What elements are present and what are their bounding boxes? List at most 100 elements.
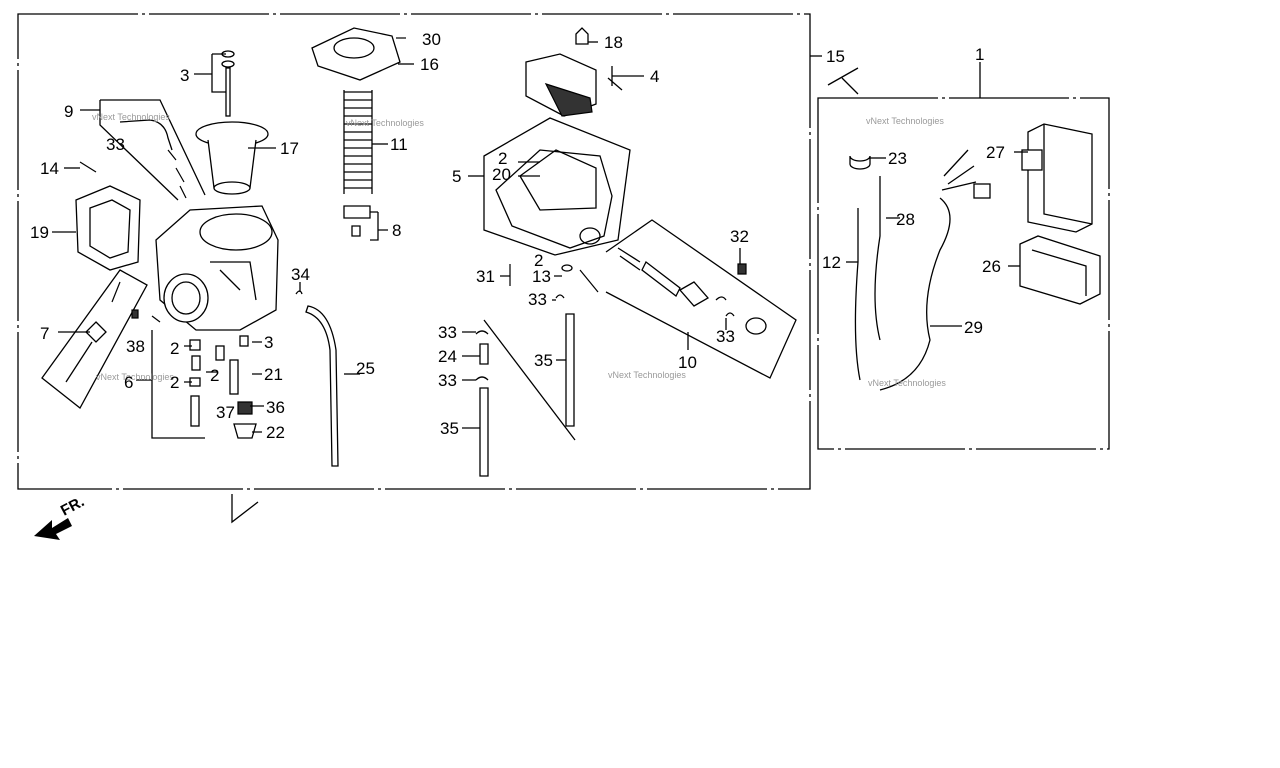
callout-14: 14 [40,159,59,178]
bracket-group-9 [99,99,206,201]
heater-block [525,53,623,117]
hose-25 [305,305,339,467]
callout-22: 22 [266,423,285,442]
callout-24: 24 [438,347,457,366]
sensor-wire-12 [854,208,861,381]
idle-screw-assembly [617,247,767,335]
bracket-group-5 [483,117,631,256]
callout-29: 29 [964,318,983,337]
washer-13 [561,264,573,272]
watermark: vNext Technologies [96,372,174,382]
callout-2: 2 [170,373,179,392]
callout-25: 25 [356,359,375,378]
watermark: vNext Technologies [92,112,170,122]
callout-7: 7 [40,324,49,343]
ignition-frame [817,97,1110,450]
jet-stack [189,339,201,427]
callout-1: 1 [975,45,984,64]
vacuum-piston [195,121,269,195]
harness-29 [879,149,977,391]
spring [344,91,372,189]
callout-17: 17 [280,139,299,158]
carburetor-body [155,205,279,331]
ignition-module-27 [1021,123,1093,233]
main-frame [17,13,811,490]
screw-13 [579,269,599,293]
cover-inner [89,199,131,259]
clip-33-lower [475,376,489,381]
callout-23: 23 [888,149,907,168]
callout-36: 36 [266,398,285,417]
front-marker-label: FR. [58,493,87,519]
needle-valve [65,281,139,383]
callout-27: 27 [986,143,1005,162]
callout-9: 9 [64,102,73,121]
connector-29 [973,183,991,199]
top-cap [311,27,401,81]
callout-26: 26 [982,257,1001,276]
callout-10: 10 [678,353,697,372]
jet-needle [221,50,235,117]
callout-33: 33 [438,323,457,342]
collar-23 [849,155,871,170]
leader-lines [52,41,1028,433]
watermark: vNext Technologies [346,118,424,128]
callout-6: 6 [124,373,133,392]
callout-32: 32 [730,227,749,246]
callout-3: 3 [180,66,189,85]
callout-8: 8 [392,221,401,240]
holder-26 [1019,235,1101,305]
callout-4: 4 [650,67,659,86]
callout-33: 33 [528,290,547,309]
callout-2: 2 [534,251,543,270]
tube-35-left [479,387,489,477]
clip-33-center [555,294,565,299]
callout-35: 35 [534,351,553,370]
float-chamber [495,149,613,249]
callout-3: 3 [264,333,273,352]
screw-14 [79,161,97,173]
callout-11: 11 [390,135,408,154]
fitting-24 [479,343,489,365]
callout-2: 2 [170,339,179,358]
plug-18 [575,27,589,45]
screw-set-8 [343,205,371,237]
callout-33: 33 [106,135,125,154]
main-jet-parts [215,335,257,439]
front-direction-arrow: FR. [34,493,87,540]
pilot-screw [167,149,187,199]
screw-38 [151,315,161,323]
sensor-wire-28 [874,176,881,341]
callout-16: 16 [420,55,439,74]
callout-2: 2 [498,149,507,168]
callout-37: 37 [216,403,235,422]
callout-30: 30 [422,30,441,49]
callout-34: 34 [291,265,310,284]
cut-mark-top [827,67,859,95]
callout-20: 20 [492,165,511,184]
callout-5: 5 [452,167,461,186]
callout-19: 19 [30,223,49,242]
watermark: vNext Technologies [868,378,946,388]
clip-34 [295,290,303,295]
bracket-group-7 [41,269,148,409]
bracket-group-10 [605,219,797,379]
callout-35: 35 [440,419,459,438]
callout-31: 31 [476,267,495,286]
tube-35-right [565,313,575,427]
bracket-group-35 [483,319,576,441]
watermark: vNext Technologies [608,370,686,380]
callout-21: 21 [264,365,283,384]
callout-28: 28 [896,210,915,229]
callout-2: 2 [210,366,219,385]
callout-13: 13 [532,267,551,286]
callout-33: 33 [716,327,735,346]
callout-18: 18 [604,33,623,52]
choke-tube [119,119,173,151]
callout-15: 15 [826,47,845,66]
spring-outline [343,90,373,194]
callout-12: 12 [822,253,841,272]
watermark: vNext Technologies [866,116,944,126]
cut-mark-bottom [231,494,259,524]
